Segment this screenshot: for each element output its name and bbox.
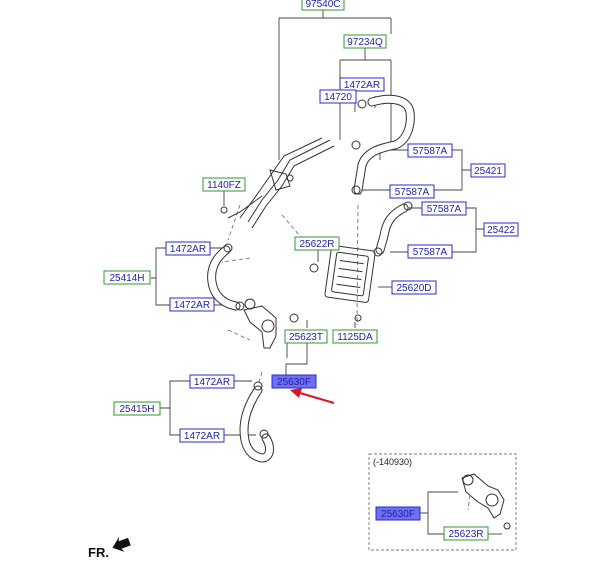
svg-text:1472AR: 1472AR: [174, 300, 210, 311]
svg-text:25623R: 25623R: [448, 529, 483, 540]
svg-text:25620D: 25620D: [396, 283, 431, 294]
label-57587A-1[interactable]: 57587A: [407, 143, 453, 158]
inset-panel: (-140930): [368, 453, 517, 551]
svg-text:25421: 25421: [474, 166, 502, 177]
label-1472AR-left-1[interactable]: 1472AR: [165, 241, 211, 256]
label-25623T[interactable]: 25623T: [284, 329, 328, 344]
label-1140FZ[interactable]: 1140FZ: [202, 177, 246, 192]
label-1125DA[interactable]: 1125DA: [332, 329, 378, 344]
label-25415H[interactable]: 25415H: [113, 401, 161, 416]
svg-text:97540C: 97540C: [305, 0, 340, 10]
svg-text:25422: 25422: [487, 225, 515, 236]
svg-text:14720: 14720: [324, 92, 352, 103]
fr-label: FR.: [88, 545, 109, 560]
label-14720[interactable]: 14720: [319, 89, 357, 104]
label-1472AR-left-3[interactable]: 1472AR: [189, 374, 235, 389]
svg-text:25630F: 25630F: [277, 377, 311, 388]
label-97540C[interactable]: 97540C: [301, 0, 345, 11]
svg-text:25622R: 25622R: [299, 239, 334, 250]
label-1472AR-left-4[interactable]: 1472AR: [179, 428, 225, 443]
svg-text:1125DA: 1125DA: [337, 332, 373, 343]
label-57587A-2[interactable]: 57587A: [389, 184, 435, 199]
inset-label-25630F-highlighted[interactable]: 25630F: [375, 506, 421, 521]
label-25630F-highlighted[interactable]: 25630F: [271, 374, 317, 389]
svg-text:25414H: 25414H: [109, 273, 144, 284]
svg-text:57587A: 57587A: [413, 146, 448, 157]
label-25421[interactable]: 25421: [470, 163, 506, 178]
svg-text:1140FZ: 1140FZ: [207, 180, 241, 191]
label-25622R[interactable]: 25622R: [294, 236, 340, 251]
label-57587A-4[interactable]: 57587A: [407, 244, 453, 259]
label-57587A-3[interactable]: 57587A: [421, 201, 467, 216]
parts-drawing: [207, 94, 415, 463]
leader-lines: [151, 10, 484, 436]
svg-text:57587A: 57587A: [427, 204, 462, 215]
inset-label-25623R[interactable]: 25623R: [443, 526, 489, 541]
label-25422[interactable]: 25422: [483, 222, 519, 237]
svg-text:97234Q: 97234Q: [347, 37, 383, 48]
label-97234Q[interactable]: 97234Q: [343, 34, 387, 49]
front-direction-arrow-icon: [112, 536, 131, 552]
label-1472AR-left-2[interactable]: 1472AR: [169, 297, 215, 312]
svg-text:1472AR: 1472AR: [344, 80, 380, 91]
svg-text:1472AR: 1472AR: [170, 244, 206, 255]
svg-text:1472AR: 1472AR: [194, 377, 230, 388]
red-callout-arrow-icon: [290, 388, 335, 404]
label-1472AR-top[interactable]: 1472AR: [339, 77, 385, 92]
svg-text:25630F: 25630F: [381, 509, 415, 520]
svg-text:57587A: 57587A: [395, 187, 430, 198]
svg-text:57587A: 57587A: [413, 247, 448, 258]
svg-text:25415H: 25415H: [119, 404, 154, 415]
svg-text:25623T: 25623T: [289, 332, 323, 343]
front-direction-marker: FR.: [88, 536, 131, 560]
label-25414H[interactable]: 25414H: [103, 270, 151, 285]
inset-note: (-140930): [373, 457, 412, 467]
label-25620D[interactable]: 25620D: [391, 280, 437, 295]
svg-text:1472AR: 1472AR: [184, 431, 220, 442]
